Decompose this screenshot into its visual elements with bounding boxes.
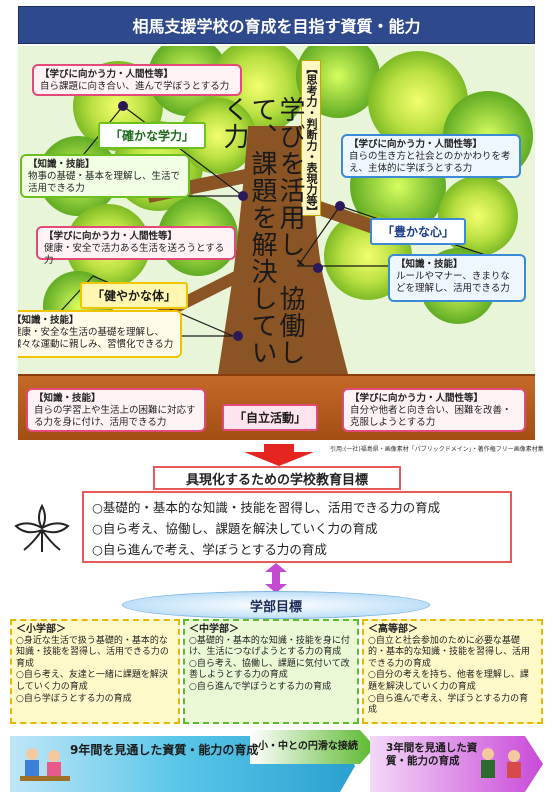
box-manabi-yutaka: 【学びに向かう力・人間性等】 自らの生き方と社会とのかかわりを考え、主体的に学ぼ… [341,134,521,178]
dept-line: ○身近な生活で扱う基礎的・基本的な知識・技能を習得し、活用できる力の育成 [16,635,169,669]
tag-yutaka-na-kokoro: 「豊かな心」 [370,218,467,245]
transition-arrow [250,730,375,764]
school-emblem-icon [14,503,70,552]
tree-illustration: 【学びに向かう力・人間性等】 自ら課題に向き合い、進んで学ぼうとする力 「確かな… [18,46,535,374]
image-credit: 引用:(一社)福島県・画像素材「パブリックドメイン」・著作権フリー画像素材集 [330,446,544,453]
school-goal-title: 具現化するための学校教育目標 [153,466,401,490]
dept-line: ○自ら進んで学ぼうとする力の育成 [189,681,332,692]
dept-line: ○自立と社会参加のために必要な基礎的・基本的な知識・技能を習得し、活用できる力の… [368,635,531,669]
core-ability-vertical-text: 学びを活用し、協働して、課題を解決していく力 [219,96,305,366]
tag-sukoyaka-na-karada: 「健やかな体」 [80,282,189,309]
dept-line: ○自ら進んで考え、学ぼうとする力の育成 [368,693,529,716]
roots-band: 【知識・技能】 自らの学習上や生活上の困難に対応する力を身に付け、活用できる力 … [18,374,535,440]
students-icon [20,748,70,781]
box-manabi-upper-left: 【学びに向かう力・人間性等】 自ら課題に向き合い、進んで学ぼうとする力 [32,64,242,96]
down-arrow-icon [244,444,314,466]
three-year-arrow [370,736,543,792]
transition-label: 小・中との円滑な接続 [258,741,358,752]
box-chishiki-yutaka: 【知識・技能】 ルールやマナー、きまりなどを理解し、活用できる力 [388,254,526,302]
tag-jiritsu-katsudo: 「自立活動」 [222,404,319,431]
dept-line: ○自ら考え、協働し、課題に気付いて改善しようとする力の育成 [189,658,350,681]
box-chishiki-sukoyaka: 【知識・技能】 健康・安全な生活の基礎を理解し、様々な運動に親しみ、習慣化できる… [18,310,182,358]
school-goal-list: ○基礎的・基本的な知識・技能を習得し、活用できる力の育成 ○自ら考え、協働し、課… [82,491,512,563]
goal-item: ○自ら考え、協働し、課題を解決していく力の育成 [92,521,378,536]
tag-tashika-na-gakuryoku: 「確かな学力」 [98,122,207,149]
dept-line: ○自分の考えを持ち、他者を理解し、課題を解決していく力の育成 [368,670,529,692]
teacher-student-icon [481,748,521,778]
box-manabi-jiritsu: 【学びに向かう力・人間性等】 自分や他者と向き合い、困難を改善・克服しようとする… [342,388,526,432]
nine-year-label: 9年間を見通した資質・能力の育成 [70,743,259,757]
bottom-banner [10,730,543,792]
box-chishiki-jiritsu: 【知識・技能】 自らの学習上や生活上の困難に対応する力を身に付け、活用できる力 [26,388,206,432]
thinking-judgment-expression-label: 【思考力・判断力・表現力等】 [301,60,321,217]
dept-line: ○基礎的・基本的な知識・技能を身に付け、生活につなげようとする力の育成 [189,635,350,658]
three-year-label: 3年間を見通した資質・能力の育成 [386,742,478,767]
dept-line: ○自ら学ぼうとする力の育成 [16,693,132,704]
goal-item: ○自ら進んで考え、学ぼうとする力の育成 [92,542,327,557]
dept-line: ○自ら考え、友達と一緒に課題を解決していく力の育成 [16,670,168,692]
department-goals-title: 学部目標 [122,591,430,619]
dept-junior-high: ＜中学部＞ ○基礎的・基本的な知識・技能を身に付け、生活につなげようとする力の育… [183,619,359,724]
box-manabi-sukoyaka: 【学びに向かう力・人間性等】 健康・安全で活力ある生活を送ろうとする力 [36,226,236,266]
dept-elementary: ＜小学部＞ ○身近な生活で扱う基礎的・基本的な知識・技能を習得し、活用できる力の… [10,619,180,724]
dept-high-school: ＜高等部＞ ○自立と社会参加のために必要な基礎的・基本的な知識・技能を習得し、活… [362,619,543,724]
dept-name: ＜小学部＞ [16,624,66,635]
page-title: 相馬支援学校の育成を目指す資質・能力 [18,6,535,44]
goal-item: ○基礎的・基本的な知識・技能を習得し、活用できる力の育成 [92,500,441,515]
dept-name: ＜中学部＞ [189,624,239,635]
box-chishiki-gakuryoku: 【知識・技能】 物事の基礎・基本を理解し、生活で活用できる力 [20,154,190,198]
double-arrow-icon [265,563,287,593]
dept-name: ＜高等部＞ [368,624,418,635]
